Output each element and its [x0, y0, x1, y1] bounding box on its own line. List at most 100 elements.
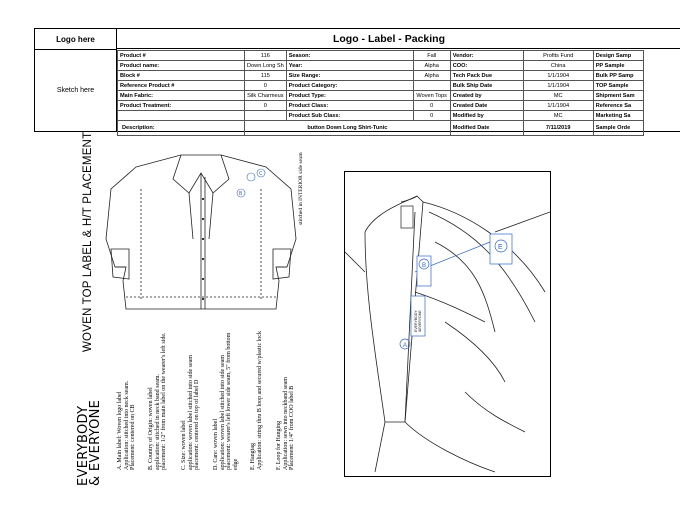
spec-cell-c2-label: Product Type:	[285, 90, 414, 101]
spec-cell-c3-value: MC	[522, 110, 594, 121]
spec-cell-c1-value: 0	[244, 80, 287, 91]
spec-cell-c1-value: 115	[244, 70, 287, 81]
placement-note-line: F. Loop for Hanging	[276, 420, 282, 470]
spec-cell-c3-value: 1/1/1904	[522, 80, 594, 91]
placement-note-line: placement: centered on top of label D	[194, 379, 201, 470]
spec-cell-c3-label: Modified by	[449, 110, 524, 121]
placement-note-line: Application: stitched into neck seam.	[123, 380, 130, 470]
description-value: button Down Long Shirt-Tunic	[244, 120, 451, 136]
spec-cell-c3-value: 1/1/1904	[522, 100, 594, 111]
sewn-label-text-1: EVERYBODY	[414, 310, 418, 332]
spec-cell-c3-value: MC	[522, 90, 594, 101]
spec-cell-c3-label: COO:	[449, 60, 524, 71]
spec-cell-c2-label: Product Category:	[285, 80, 414, 91]
spec-cell-c1-value: Silk Charmeus	[244, 90, 287, 101]
placement-note-line: B. Country of Origin: woven label	[148, 387, 154, 470]
spec-cell-c1-label: Reference Product #	[117, 80, 245, 91]
placement-note-line: Placement: 1/4" from COO label B	[289, 385, 296, 470]
spec-cell-c3-value: Profits Fund	[522, 50, 594, 61]
spec-cell-c3-label: Tech Pack Due	[449, 70, 524, 81]
callout-c: C	[259, 171, 263, 177]
spec-header: Logo here Logo - Label - Packing Sketch …	[34, 28, 680, 136]
spec-cell-c2-value	[412, 80, 451, 91]
placement-note-line: edge	[232, 458, 239, 470]
modified-date-label: Modified Date	[449, 120, 524, 136]
sewn-label-text-2: &EVERYONE	[418, 310, 422, 332]
spec-cell-c1-label: Block #	[117, 70, 245, 81]
spec-cell-c4-label: Marketing Sa	[592, 110, 644, 121]
sketch-placeholder: Sketch here	[35, 50, 117, 131]
label-callout-bc	[236, 168, 266, 198]
spec-cell-c2-value: Alpha	[412, 70, 451, 81]
spec-cell-c3-value: China	[522, 60, 594, 71]
placement-note-line: C. Size: woven label	[181, 420, 187, 470]
placement-note-line: placement: 1/2" from main label on the w…	[161, 332, 168, 470]
spec-cell-c1-value: Down Long Sh	[244, 60, 287, 71]
sample-order-label: Sample Orde	[592, 120, 644, 136]
placement-note-line: placement: wearer's left lower side seam…	[226, 332, 233, 470]
spec-cell-c2-value: 0	[412, 100, 451, 111]
spec-cell-c1-value: 116	[244, 50, 287, 61]
callout-e: E	[498, 244, 503, 251]
label-placement-photo: E B A EVERYBODY &EVERYONE	[344, 171, 551, 477]
spec-cell-c3-label: Vendor:	[449, 50, 524, 61]
stitch-note: stitched in INTERIOR side seam	[298, 152, 304, 225]
spec-cell-c1-value	[244, 110, 287, 121]
modified-date-value: 7/11/2019	[522, 120, 594, 136]
spec-cell-c4-label: Shipment Sam	[592, 90, 644, 101]
logo-placeholder: Logo here	[35, 29, 117, 50]
spec-cell-c1-label	[117, 110, 245, 121]
spec-cell-c2-label: Product Class:	[285, 100, 414, 111]
callout-b: B	[239, 191, 243, 197]
brand-line-2: & EVERYONE	[88, 399, 103, 486]
spec-cell-c2-value: Alpha	[412, 60, 451, 71]
placement-note-line: E. Hangtag	[250, 443, 256, 470]
spec-cell-c3-label: Created Date	[449, 100, 524, 111]
spec-cell-c3-label: Created by	[449, 90, 524, 101]
spec-cell-c3-label: Bulk Ship Date	[449, 80, 524, 91]
description-label: Description:	[117, 120, 245, 136]
spec-cell-c1-value: 0	[244, 100, 287, 111]
spec-cell-c4-label: Bulk PP Samp	[592, 70, 644, 81]
page-title: Logo - Label - Packing	[117, 29, 680, 49]
spec-cell-c2-value: 0	[412, 110, 451, 121]
callout-a: A	[403, 343, 407, 349]
brand-logo: EVERYBODY & EVERYONE	[76, 399, 103, 486]
spec-cell-c4-label: TOP Sample	[592, 80, 644, 91]
placement-note-line: A. Main label: Woven logo label	[117, 391, 123, 470]
placement-note-line: Application: string thru B loop and secu…	[256, 331, 263, 470]
spec-cell-c1-label: Main Fabric:	[117, 90, 245, 101]
spec-cell-c1-label: Product name:	[117, 60, 245, 71]
spec-cell-c3-value: 1/1/1904	[522, 70, 594, 81]
spec-cell-c2-label: Product Sub Class:	[285, 110, 414, 121]
spec-cell-c1-label: Product #	[117, 50, 245, 61]
spec-cell-c4-label: Reference Sa	[592, 100, 644, 111]
spec-cell-c2-label: Year:	[285, 60, 414, 71]
spec-cell-c2-label: Size Range:	[285, 70, 414, 81]
callout-b-photo: B	[422, 263, 426, 269]
shirt-sketch: B C	[105, 154, 297, 310]
spec-cell-c1-label: Product Treatment:	[117, 100, 245, 111]
spec-cell-c2-value: Woven Tops	[412, 90, 451, 101]
spec-cell-c4-label: PP Sample	[592, 60, 644, 71]
spec-cell-c2-label: Season:	[285, 50, 414, 61]
description-row: Description: button Down Long Shirt-Tuni…	[117, 120, 644, 136]
placement-title: WOVEN TOP LABEL & H/T PLACEMENT	[82, 131, 94, 352]
placement-note-line: D. Care: woven label	[213, 419, 219, 470]
spec-cell-c2-value: Fall	[412, 50, 451, 61]
placement-note-line: Placement: centered on CB	[130, 404, 137, 470]
